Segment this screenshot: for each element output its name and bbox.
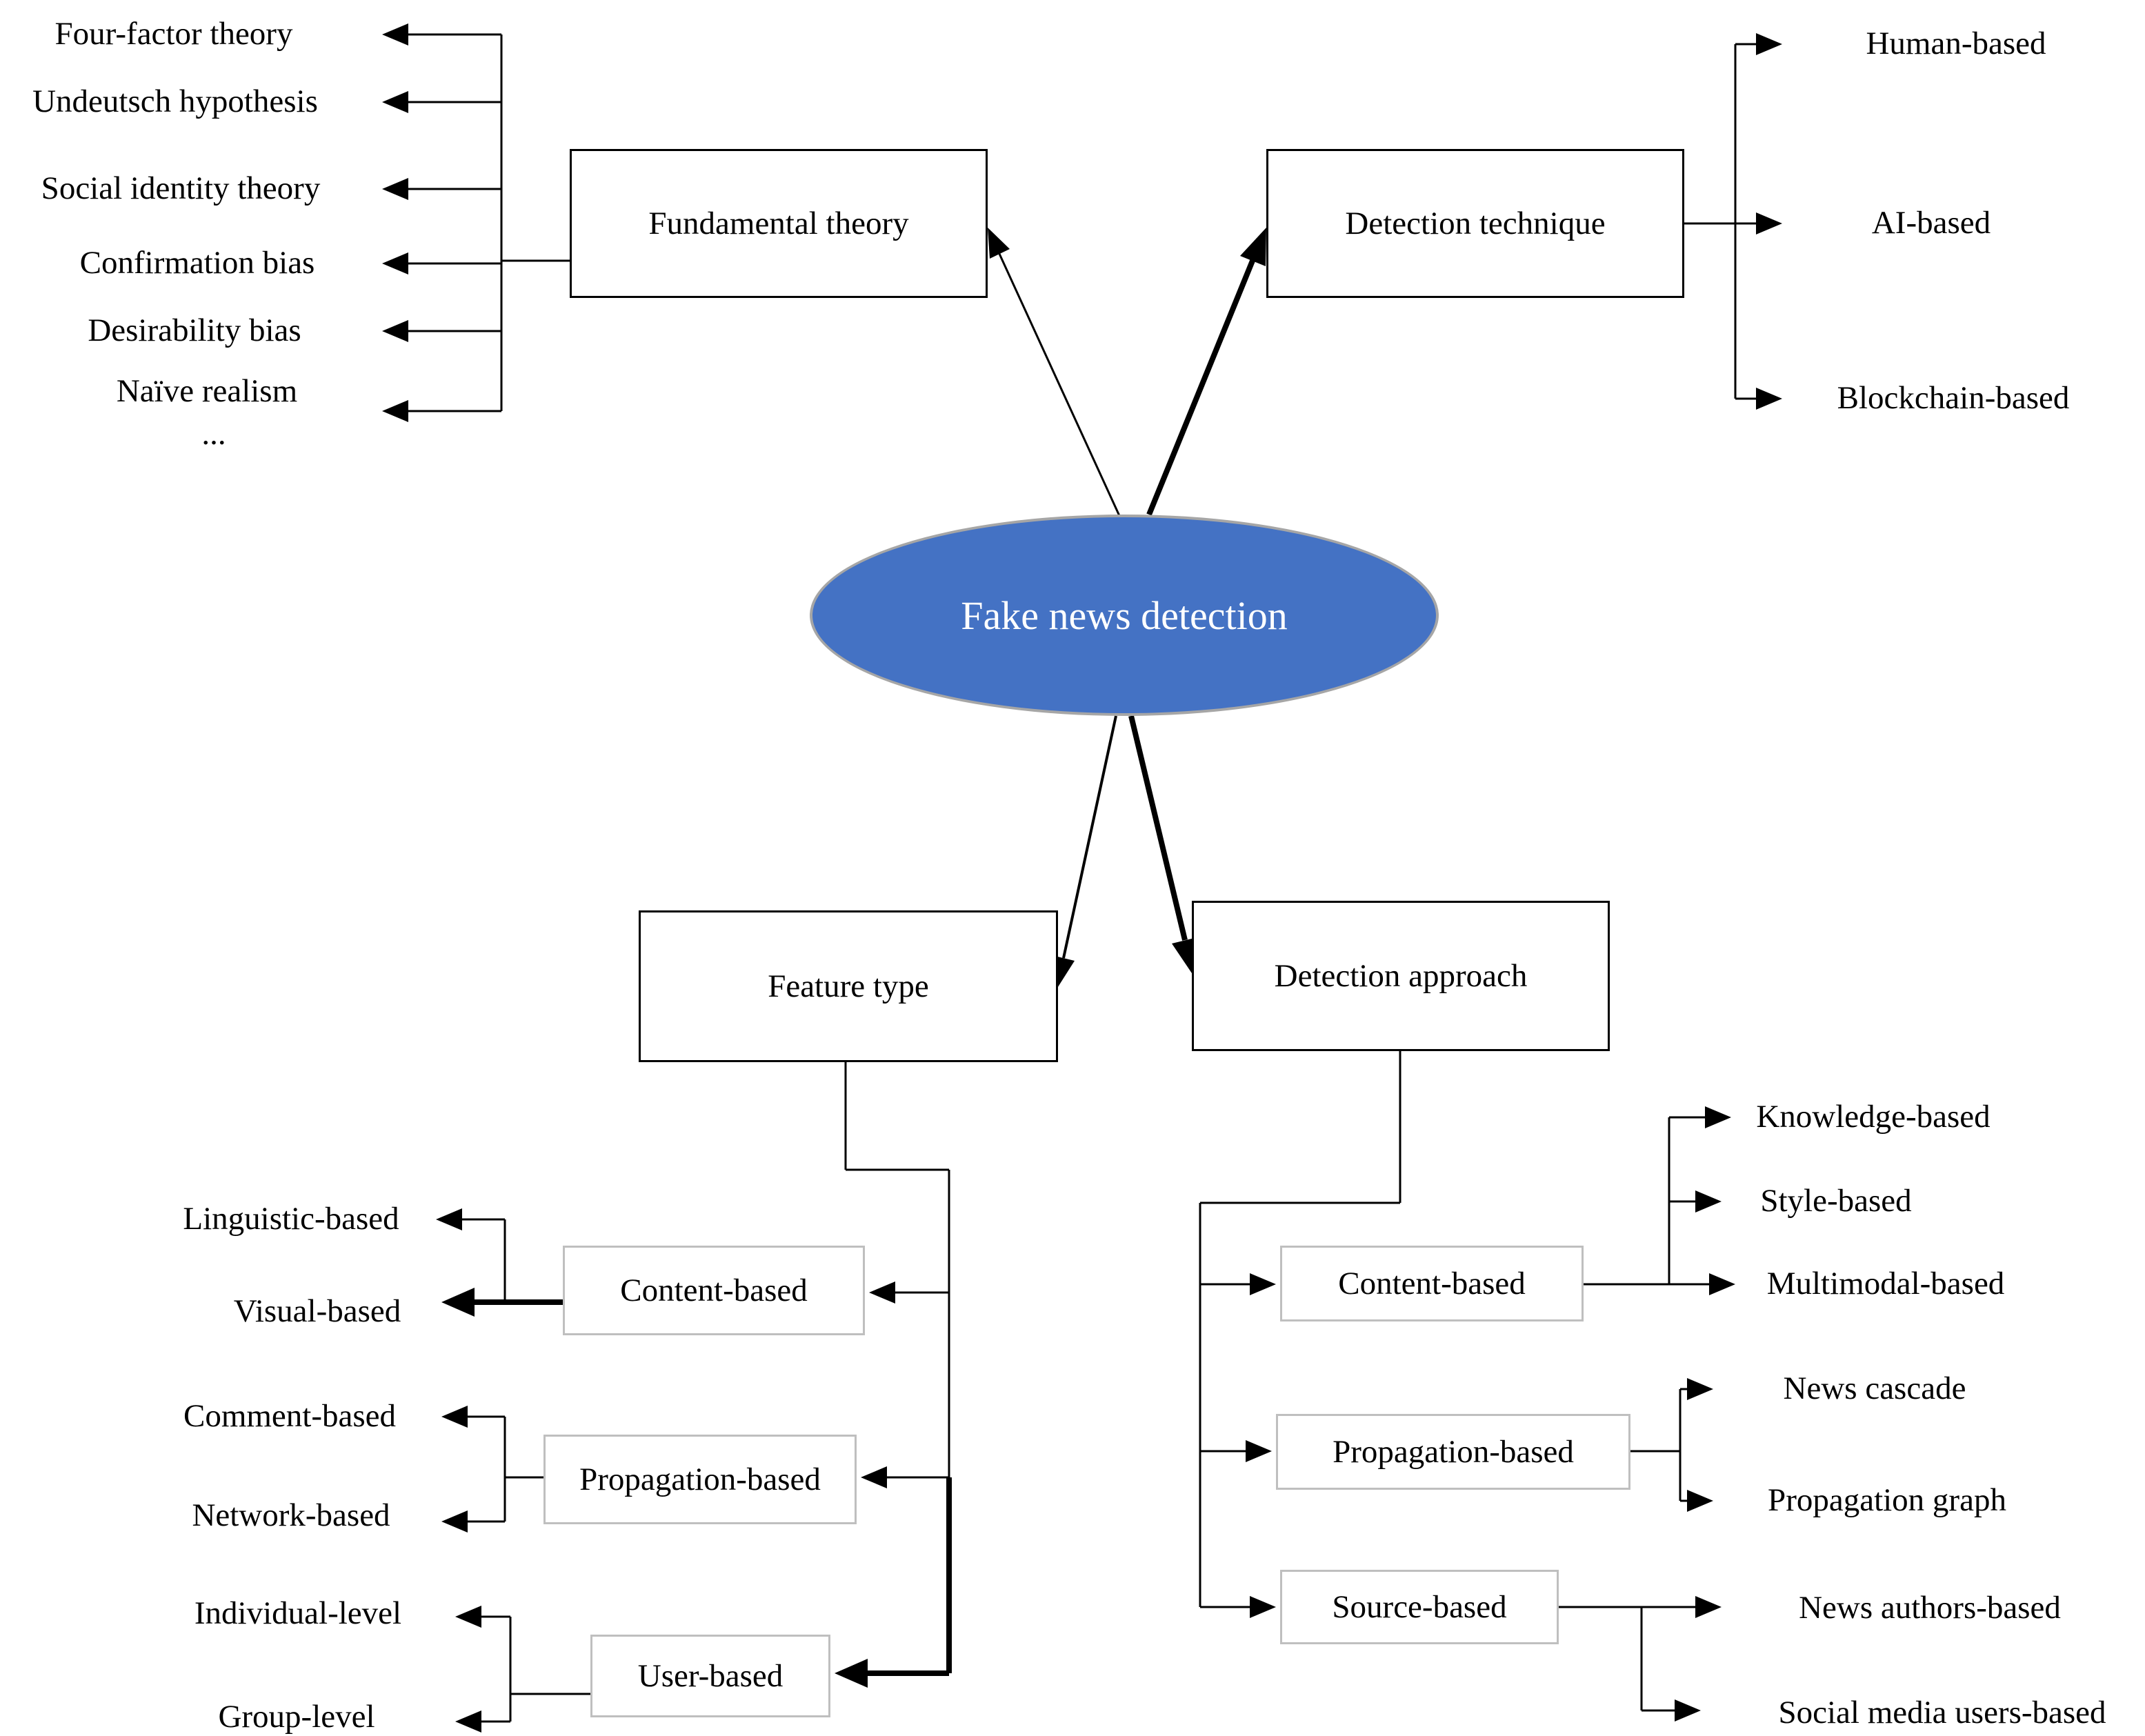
arrowhead [382,178,408,200]
arrowhead [1250,1273,1276,1295]
connector-line [1146,259,1255,516]
arrowhead [869,1281,895,1304]
arrowhead [455,1606,481,1628]
leaf-group-level: Group-level [218,1699,375,1735]
arrowhead [1240,228,1266,266]
subbox-label: Content-based [1338,1266,1526,1301]
leaf-social-media-users-based: Social media users-based [1778,1695,2106,1731]
leaf-social-identity-theory: Social identity theory [41,170,321,207]
root-node-ellipse: Fake news detection [810,515,1439,716]
detection-approach-trunk [1199,1051,1401,1618]
arrowhead [1756,388,1782,410]
fundamental-theory-connectors [382,23,570,422]
leaf-visual-based: Visual-based [233,1293,401,1330]
branch-label: Detection approach [1274,958,1528,994]
leaf-human-based: Human-based [1866,26,2046,62]
leaf-blockchain-based: Blockchain-based [1837,380,2070,417]
arrowhead [441,1510,468,1533]
approach-source-connectors [1559,1596,1722,1722]
arrowhead [835,1659,868,1688]
root-node-label: Fake news detection [961,592,1288,638]
leaf-individual-level: Individual-level [194,1595,402,1632]
detection-technique-connectors [1684,33,1782,410]
branch-label: Detection technique [1345,206,1606,241]
arrowhead [441,1288,475,1317]
branch-box-detection-technique: Detection technique [1266,149,1684,298]
arrowhead [1705,1106,1731,1128]
connector-line [1128,715,1188,941]
arrowhead [1756,212,1782,235]
subbox-label: User-based [637,1658,784,1694]
leaf-linguistic-based: Linguistic-based [183,1201,399,1237]
arrowhead [382,91,408,113]
arrowhead [436,1208,462,1230]
root-to-detection-technique [1146,228,1266,516]
root-to-fundamental-theory [988,228,1121,518]
subbox-label: Source-based [1332,1589,1507,1625]
arrowhead [1709,1273,1735,1295]
feature-propagation-connectors [441,1406,543,1533]
leaf-ellipsis: ... [201,416,226,452]
arrowhead [988,228,1010,259]
leaf-ai-based: AI-based [1871,205,1991,241]
leaf-naive-realism: Naïve realism [116,373,298,410]
root-to-detection-approach [1128,715,1197,975]
arrowhead [382,320,408,342]
arrowhead [382,400,408,422]
leaf-propagation-graph: Propagation graph [1768,1482,2006,1519]
subbox-approach-content-based: Content-based [1280,1246,1584,1321]
subbox-user-based: User-based [590,1635,830,1717]
feature-type-trunk [835,1062,952,1688]
arrowhead [382,23,408,46]
arrowhead [382,252,408,275]
arrowhead [455,1710,481,1733]
root-to-feature-type [1052,715,1117,989]
feature-content-connectors [436,1208,563,1317]
arrowhead [1756,33,1782,55]
arrowhead [1246,1440,1272,1462]
arrowhead [1695,1596,1722,1618]
arrowhead [1695,1190,1722,1213]
approach-propagation-connectors [1630,1378,1713,1512]
subbox-feature-propagation-based: Propagation-based [543,1435,857,1524]
leaf-desirability-bias: Desirability bias [88,312,301,349]
connector-line [998,253,1121,518]
leaf-style-based: Style-based [1760,1183,1912,1219]
subbox-approach-propagation-based: Propagation-based [1276,1414,1630,1490]
branch-box-detection-approach: Detection approach [1192,901,1610,1051]
arrowhead [441,1406,468,1428]
leaf-confirmation-bias: Confirmation bias [79,245,315,281]
leaf-network-based: Network-based [192,1497,390,1534]
arrowhead [1687,1490,1713,1512]
subbox-source-based: Source-based [1280,1570,1559,1644]
leaf-multimodal-based: Multimodal-based [1766,1266,2005,1302]
arrowhead [861,1466,887,1488]
arrowhead [1675,1699,1701,1722]
feature-user-connectors [455,1606,590,1733]
subbox-label: Content-based [620,1273,808,1308]
connector-line [1062,715,1117,959]
branch-label: Fundamental theory [648,206,909,241]
leaf-undeutsch-hypothesis: Undeutsch hypothesis [32,83,318,120]
branch-box-feature-type: Feature type [639,910,1058,1062]
approach-content-connectors [1584,1106,1735,1295]
subbox-label: Propagation-based [579,1461,821,1497]
subbox-feature-content-based: Content-based [563,1246,865,1335]
branch-label: Feature type [768,968,929,1004]
leaf-comment-based: Comment-based [183,1398,397,1435]
leaf-news-authors-based: News authors-based [1799,1590,2061,1626]
arrowhead [1687,1378,1713,1400]
arrowhead [1250,1596,1276,1618]
leaf-four-factor-theory: Four-factor theory [54,16,293,52]
subbox-label: Propagation-based [1333,1434,1574,1470]
branch-box-fundamental-theory: Fundamental theory [570,149,988,298]
leaf-knowledge-based: Knowledge-based [1756,1099,1991,1135]
leaf-news-cascade: News cascade [1783,1370,1966,1407]
